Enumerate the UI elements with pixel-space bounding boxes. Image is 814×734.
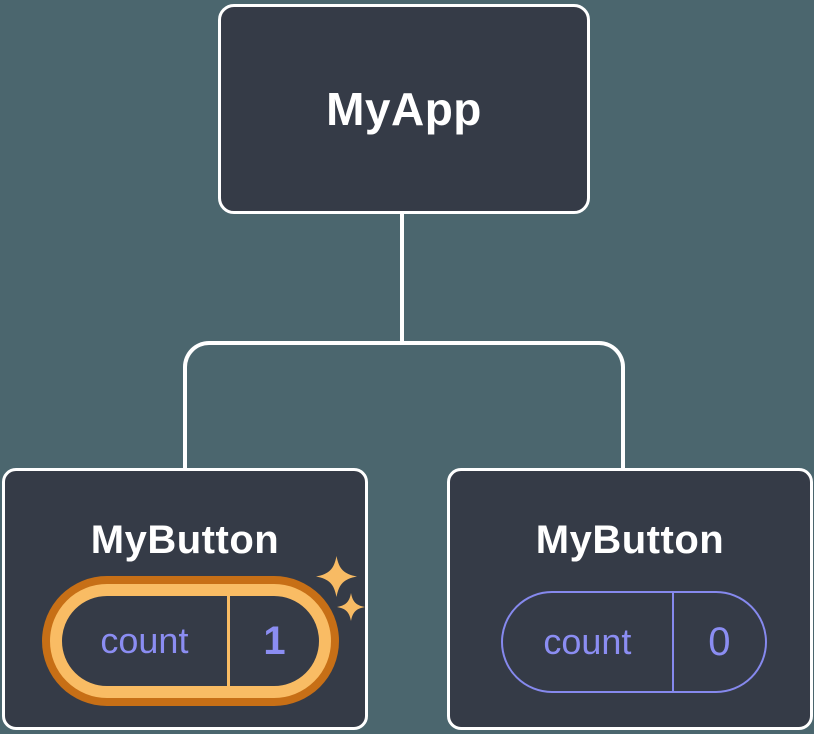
node-myapp-label: MyApp: [326, 83, 482, 135]
sparkle-icon-large: [316, 556, 357, 597]
node-mybutton-right: MyButton count 0: [447, 468, 813, 730]
node-mybutton-left: MyButton count 1: [2, 468, 368, 730]
connector-branch: [183, 341, 625, 468]
node-myapp: MyApp: [218, 4, 590, 214]
node-mybutton-right-label: MyButton: [535, 518, 725, 562]
state-value: 1: [226, 596, 319, 686]
state-pill-highlighted: count 1: [50, 584, 331, 698]
connector-root-stem: [400, 210, 404, 343]
state-key-label: count: [543, 621, 632, 662]
state-pill-plain: count 0: [501, 591, 767, 693]
sparkle-icon-small: [337, 593, 365, 621]
state-key-label: count: [100, 620, 189, 661]
state-value: 0: [671, 593, 765, 691]
node-mybutton-left-label: MyButton: [90, 518, 280, 562]
